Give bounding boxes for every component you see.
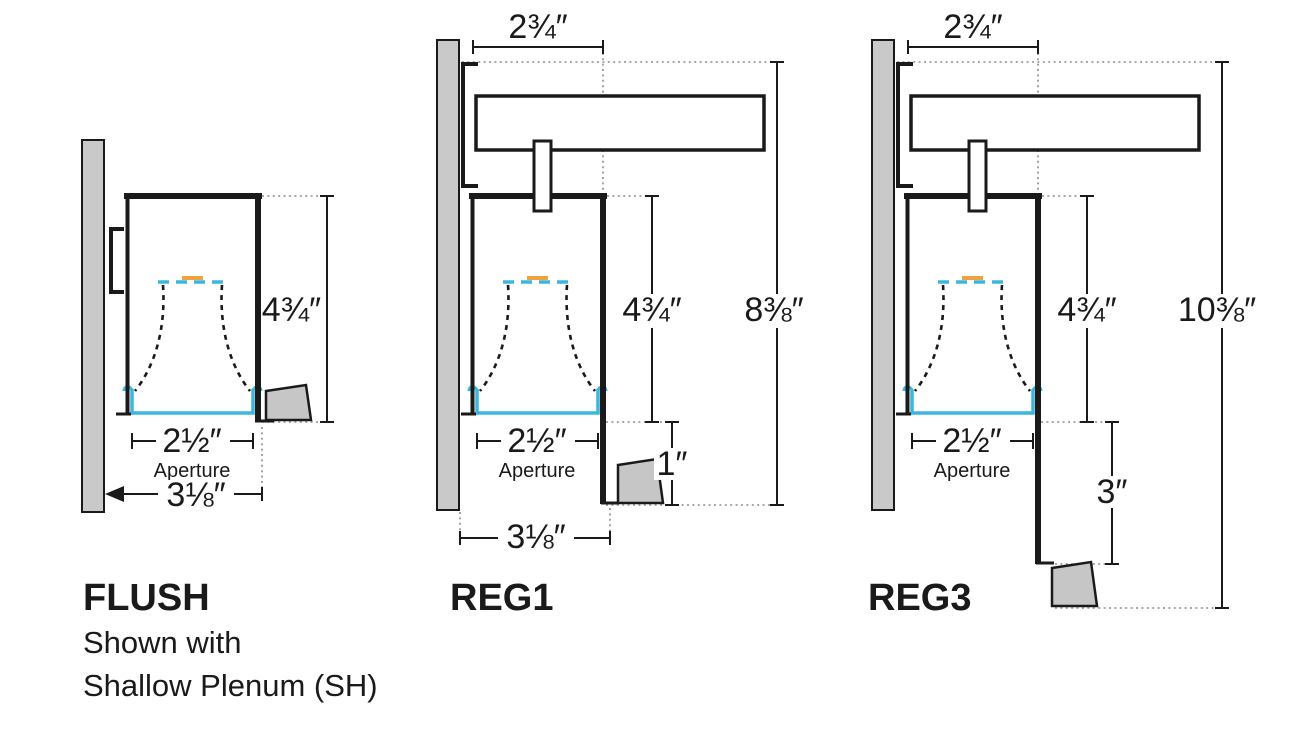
reg3-wall-bracket: [896, 62, 913, 188]
reg1-total-dimension: 8⅜″: [737, 61, 811, 506]
flush-caption-line2: Shallow Plenum (SH): [83, 668, 378, 703]
reg3-aperture-label: Aperture: [934, 460, 1011, 482]
flush-depth-value: 3⅛″: [166, 476, 225, 514]
flush-leader-lines: [261, 195, 334, 497]
flush-aperture-dimension: 2½″ Aperture: [131, 422, 254, 482]
reg1-top-dimension: 2¾″: [472, 8, 604, 54]
reg3-total-dimension: 10⅜″: [1170, 61, 1264, 609]
reg1-aperture-dimension: 2½″ Aperture: [476, 422, 599, 482]
reg3-top-dimension: 2¾″: [907, 8, 1039, 54]
reg3-regress-dimension: 3″: [1093, 421, 1131, 565]
flush-aperture-value: 2½″: [162, 422, 221, 460]
reg1-wall-bracket: [461, 62, 478, 188]
reg3-trim-flange: [1050, 560, 1099, 608]
reg3-regress-value: 3″: [1097, 473, 1128, 511]
reg1-regress-value: 1″: [657, 445, 688, 483]
reg1-height-dimension: 4¾″: [617, 195, 687, 423]
flush-caption-line1: Shown with: [83, 625, 242, 660]
reg1-section: 2¾″ 4¾″ 8⅜″ 1″: [436, 8, 811, 619]
reg1-total-value: 8⅜″: [744, 291, 803, 329]
flush-aperture-label: Aperture: [154, 460, 231, 482]
reg3-top-value: 2¾″: [943, 8, 1002, 46]
flush-height-value: 4¾″: [262, 291, 321, 329]
reg3-total-value: 10⅜″: [1178, 291, 1256, 329]
reg1-aperture-label: Aperture: [499, 460, 576, 482]
flush-section: 4¾″ 2½″ Aperture 3⅛″ FLUSH Shown with Sh…: [81, 139, 378, 703]
flush-height-dimension: 4¾″: [262, 195, 334, 423]
reg1-plenum-box: [474, 94, 766, 152]
flush-wall: [81, 139, 105, 513]
flush-trim-flange: [264, 383, 313, 422]
reg3-height-dimension: 4¾″: [1052, 195, 1122, 423]
reg3-aperture-value: 2½″: [942, 422, 1001, 460]
flush-depth-dimension: 3⅛″: [105, 476, 263, 514]
reg3-aperture-dimension: 2½″ Aperture: [911, 422, 1034, 482]
flush-title: FLUSH: [83, 577, 210, 619]
reg1-trim-flange: [616, 457, 665, 505]
flush-depth-arrow: [105, 486, 124, 502]
reg1-wall: [436, 39, 460, 511]
reg3-wall: [871, 39, 895, 511]
flush-mounting-bracket: [109, 227, 124, 294]
reg3-height-value: 4¾″: [1057, 291, 1116, 329]
reg3-leader-lines: [897, 42, 1226, 609]
reg1-depth-dimension: 3⅛″: [459, 518, 611, 556]
reg3-plenum-box: [909, 94, 1201, 152]
reg3-fixture: [896, 196, 1042, 415]
reg3-title: REG3: [868, 577, 971, 619]
reg1-title: REG1: [450, 577, 553, 619]
reg3-hanger-bracket: [967, 139, 988, 213]
reg1-top-value: 2¾″: [508, 8, 567, 46]
reg1-aperture-value: 2½″: [507, 422, 566, 460]
reg1-regress-dimension: 1″: [654, 421, 690, 506]
reg1-height-value: 4¾″: [622, 291, 681, 329]
reg3-section: 2¾″ 4¾″ 10⅜″ 3″: [868, 8, 1264, 619]
flush-fixture: [116, 196, 262, 415]
reg1-fixture: [461, 196, 607, 415]
reg1-hanger-bracket: [532, 139, 553, 213]
reg1-depth-value: 3⅛″: [506, 518, 565, 556]
